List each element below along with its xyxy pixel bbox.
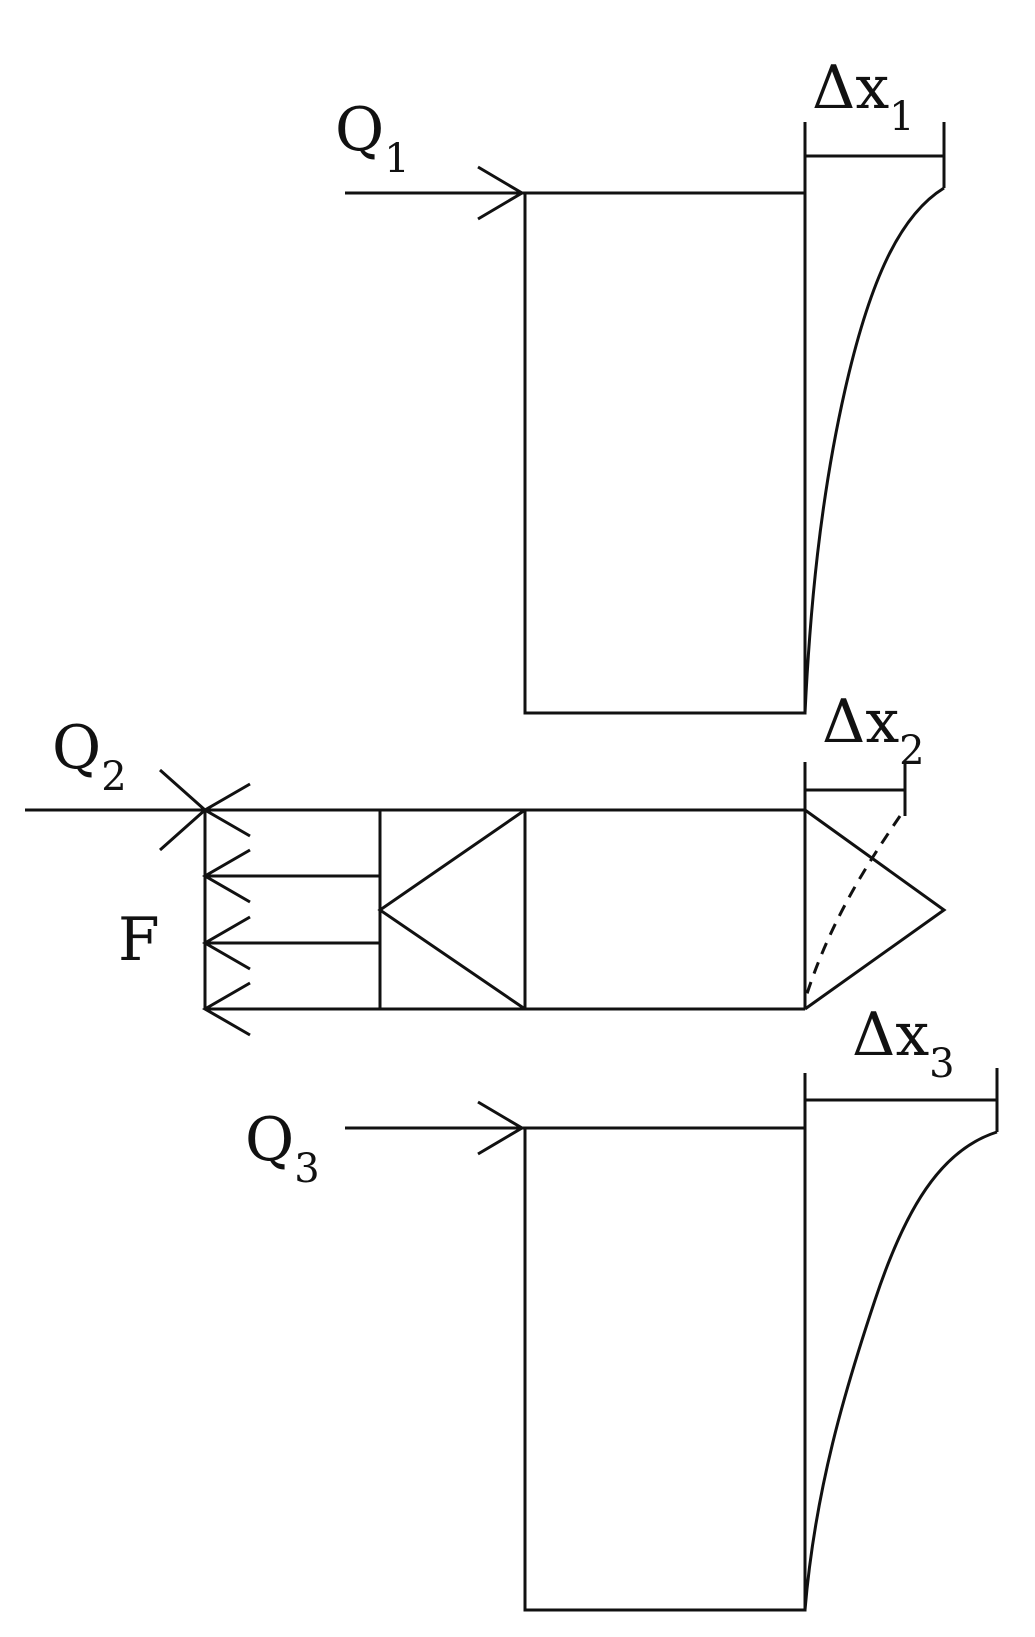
beam-1 (345, 122, 946, 715)
label-q1: Q1 (335, 95, 410, 182)
force-f-arrowhead (202, 981, 251, 1037)
label-dx3: Δx3 (852, 1000, 955, 1087)
beam-1-body (523, 191, 807, 715)
deflection-curve-3 (803, 1130, 998, 1611)
load-q2-arrowhead (159, 768, 208, 852)
beam-2 (25, 762, 947, 1037)
beam-2-triangle-mark (377, 808, 526, 1011)
label-q2: Q2 (52, 713, 127, 800)
force-f-arrowhead (202, 848, 251, 904)
label-q3: Q3 (245, 1105, 320, 1192)
load-q3-arrowhead (477, 1100, 525, 1156)
label-f: F (118, 905, 160, 975)
label-dx1: Δx1 (812, 53, 915, 140)
load-q1-arrowhead (477, 165, 525, 221)
beam-3 (345, 1068, 999, 1612)
deflection-curve-1 (803, 186, 945, 714)
force-f-arrowhead (202, 915, 251, 971)
deflection-curve-2-dashed (803, 815, 902, 1001)
beam-3-body (523, 1126, 807, 1612)
beam-2-end-triangle (804, 808, 947, 1011)
force-f-arrows (202, 782, 251, 1037)
label-dx2: Δx2 (822, 687, 925, 774)
